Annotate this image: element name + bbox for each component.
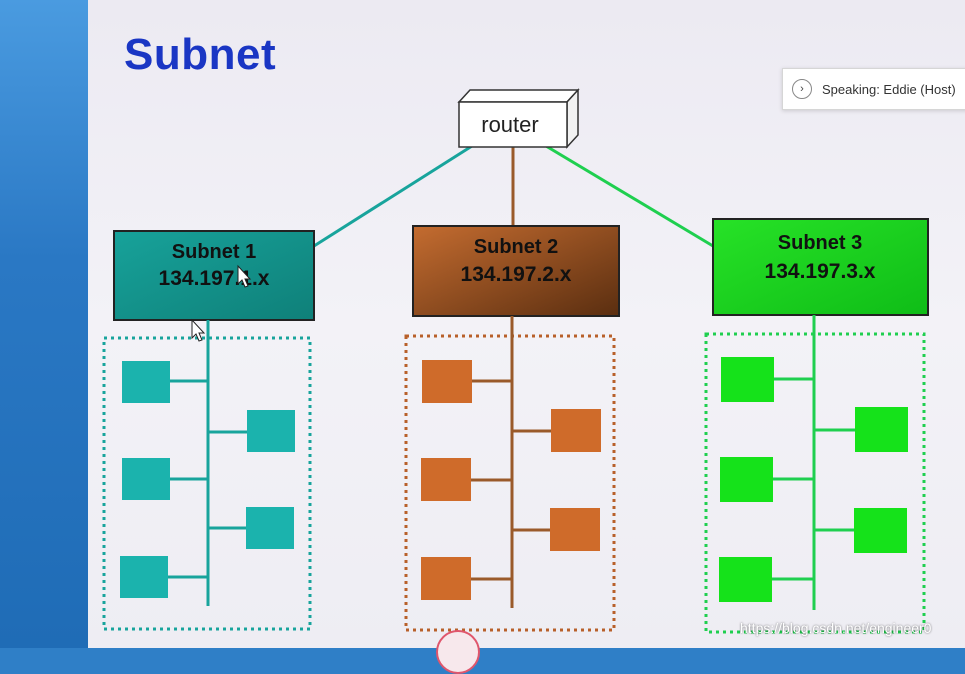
router-link-subnet-3 bbox=[545, 144, 714, 248]
subnet-1-host bbox=[247, 410, 295, 452]
router-label: router bbox=[481, 112, 538, 137]
active-speaker-notice[interactable]: › Speaking: Eddie (Host) bbox=[782, 68, 965, 110]
subnet-1-group: Subnet 1 134.197.1.x bbox=[102, 230, 315, 631]
mouse-cursor-icon bbox=[191, 318, 206, 342]
subnet-3-host bbox=[719, 557, 772, 602]
router-box: router bbox=[457, 88, 580, 149]
subnet-2-name: Subnet 2 bbox=[474, 236, 558, 258]
network-diagram: router Subnet 1 134.197.1.x Subnet 2 134… bbox=[102, 88, 929, 634]
subnet-2-address: 134.197.2.x bbox=[461, 263, 572, 286]
subnet-2-box bbox=[412, 225, 620, 317]
subnet-2-host bbox=[422, 360, 472, 403]
subnet-2-group: Subnet 2 134.197.2.x bbox=[404, 225, 620, 632]
subnet-2-host bbox=[550, 508, 600, 551]
subnet-1-host bbox=[246, 507, 294, 549]
subnet-3-host-area bbox=[704, 332, 926, 634]
subnet-1-host bbox=[122, 458, 170, 500]
desktop-background bbox=[0, 0, 100, 648]
subnet-3-name: Subnet 3 bbox=[778, 232, 862, 254]
mouse-cursor-icon bbox=[237, 264, 252, 288]
chevron-right-icon[interactable]: › bbox=[792, 79, 812, 99]
subnet-2-host bbox=[421, 557, 471, 600]
subnet-3-host bbox=[720, 457, 773, 502]
subnet-2-host-area bbox=[404, 334, 616, 632]
subnet-2-host bbox=[421, 458, 471, 501]
subnet-3-host bbox=[721, 357, 774, 402]
subnet-3-box bbox=[712, 218, 929, 316]
router-link-subnet-1 bbox=[313, 144, 473, 248]
subnet-1-box bbox=[113, 230, 315, 321]
subnet-3-group: Subnet 3 134.197.3.x bbox=[704, 218, 929, 634]
camera-icon[interactable] bbox=[436, 630, 480, 674]
subnet-1-name: Subnet 1 bbox=[172, 241, 256, 263]
speaking-text: Speaking: Eddie (Host) bbox=[822, 81, 956, 97]
subnet-3-host bbox=[855, 407, 908, 452]
subnet-3-host bbox=[854, 508, 907, 553]
subnet-1-address: 134.197.1.x bbox=[159, 267, 270, 290]
subnet-2-host bbox=[551, 409, 601, 452]
slide-title: Subnet bbox=[124, 30, 277, 79]
subnet-1-host bbox=[122, 361, 170, 403]
subnet-1-host bbox=[120, 556, 168, 598]
subnet-3-address: 134.197.3.x bbox=[765, 260, 876, 283]
watermark: https://blog.csdn.net/engineer0 bbox=[740, 620, 932, 636]
subnet-1-host-area bbox=[102, 336, 312, 631]
